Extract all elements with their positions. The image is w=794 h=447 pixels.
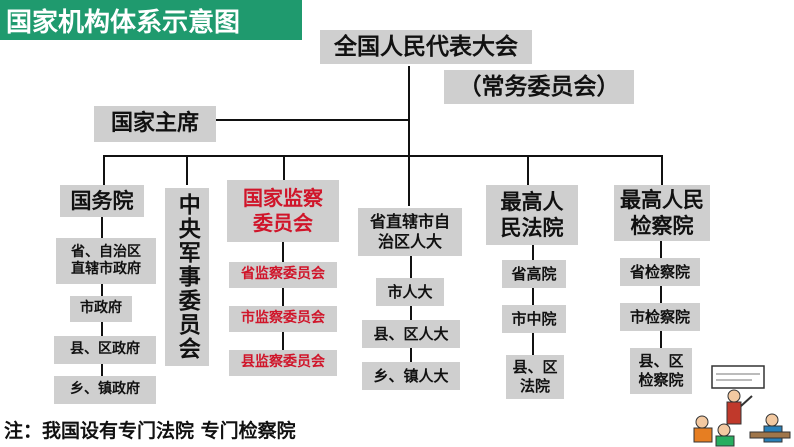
city-supervision-box: 市监察委员会 bbox=[229, 306, 337, 332]
connector-col-3 bbox=[282, 240, 284, 365]
city-court-box: 市中院 bbox=[502, 305, 566, 333]
supreme-procuratorate-box: 最高人民 检察院 bbox=[614, 185, 710, 241]
connector-president bbox=[216, 119, 408, 121]
state-council-box: 国务院 bbox=[60, 185, 144, 217]
cmc-box: 中央军事委员会 bbox=[165, 188, 209, 366]
connector-drop-3 bbox=[283, 155, 285, 180]
connector-horizontal-bus bbox=[103, 155, 661, 157]
npc-standing-committee-box: （常务委员会） bbox=[444, 70, 634, 104]
page-title: 国家机构体系示意图 bbox=[0, 0, 302, 40]
county-court-label: 县、区 法院 bbox=[512, 358, 558, 395]
township-congress-box: 乡、镇人大 bbox=[362, 362, 460, 390]
provincial-government-label: 省、自治区 直辖市政府 bbox=[71, 243, 141, 278]
county-procuratorate-label: 县、区 检察院 bbox=[638, 352, 684, 389]
provincial-congress-box: 省直辖市自 治区人大 bbox=[358, 208, 462, 256]
city-government-box: 市政府 bbox=[70, 296, 132, 322]
county-procuratorate-box: 县、区 检察院 bbox=[630, 348, 692, 394]
classroom-cartoon-illustration bbox=[693, 365, 791, 447]
supervision-commission-box: 国家监察 委员会 bbox=[227, 180, 339, 242]
city-procuratorate-box: 市检察院 bbox=[620, 303, 700, 331]
city-congress-box: 市人大 bbox=[376, 278, 444, 306]
provincial-government-box: 省、自治区 直辖市政府 bbox=[56, 238, 156, 284]
county-supervision-box: 县监察委员会 bbox=[229, 350, 337, 376]
township-government-box: 乡、镇政府 bbox=[54, 376, 156, 404]
provincial-court-box: 省高院 bbox=[502, 260, 566, 288]
connector-drop-2 bbox=[186, 155, 188, 185]
connector-main-vertical bbox=[408, 66, 410, 206]
supreme-court-box: 最高人 民法院 bbox=[486, 185, 578, 245]
provincial-supervision-box: 省监察委员会 bbox=[229, 262, 337, 288]
county-government-box: 县、区政府 bbox=[54, 336, 156, 364]
supreme-court-label: 最高人 民法院 bbox=[500, 189, 564, 240]
supreme-procuratorate-label: 最高人民 检察院 bbox=[620, 187, 704, 238]
provincial-procuratorate-box: 省检察院 bbox=[620, 258, 700, 286]
president-box: 国家主席 bbox=[94, 106, 216, 142]
connector-drop-1 bbox=[103, 155, 105, 185]
connector-col-4 bbox=[410, 255, 412, 375]
npc-box: 全国人民代表大会 bbox=[320, 30, 532, 64]
connector-drop-5 bbox=[527, 155, 529, 185]
supervision-commission-label: 国家监察 委员会 bbox=[243, 186, 323, 235]
provincial-congress-label: 省直辖市自 治区人大 bbox=[369, 212, 450, 251]
connector-drop-6 bbox=[661, 155, 663, 185]
footnote: 注：我国设有专门法院 专门检察院 bbox=[4, 420, 296, 442]
county-congress-box: 县、区人大 bbox=[362, 320, 460, 348]
county-court-box: 县、区 法院 bbox=[506, 355, 564, 399]
